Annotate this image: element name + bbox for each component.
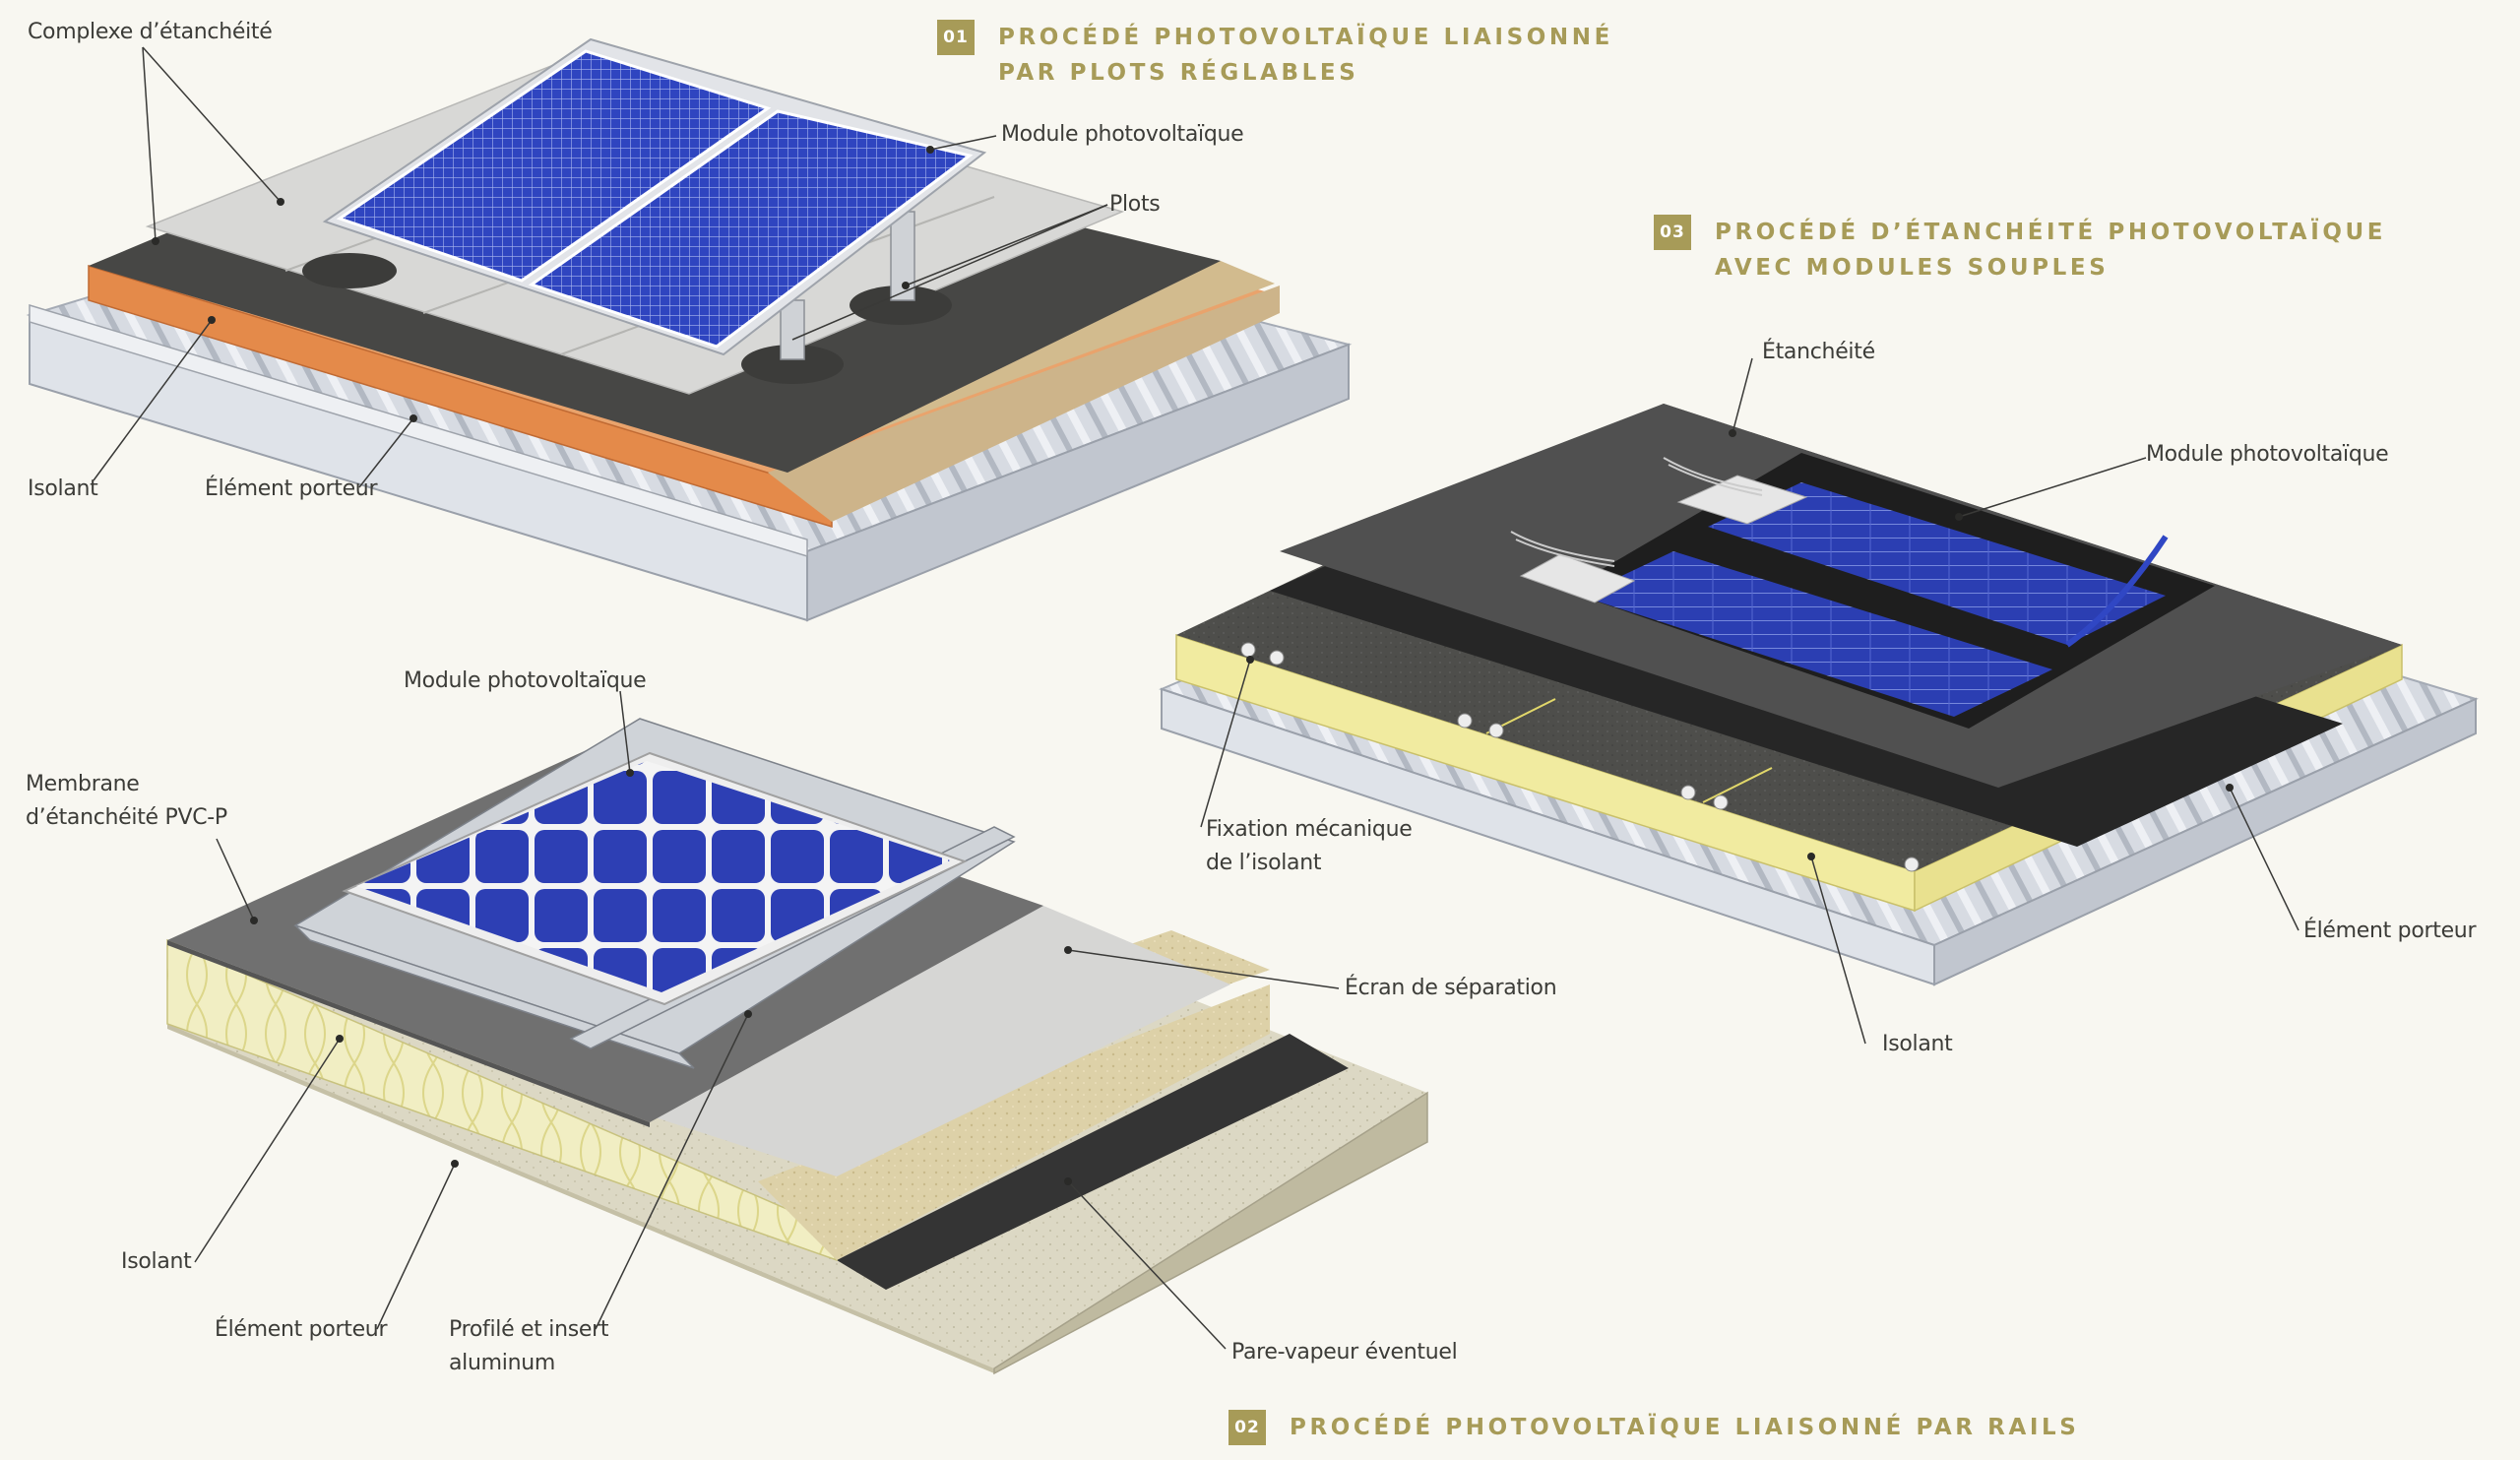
diagram-3-flexible-modules [1159,357,2479,1045]
label-module-photovoltaique-1: Module photovoltaïque [1001,122,1244,147]
label-plots: Plots [1109,192,1161,217]
label-element-porteur-1: Élément porteur [205,476,378,501]
section-title-03: PROCÉDÉ D’ÉTANCHÉITÉ PHOTOVOLTAÏQUE AVEC… [1715,220,2387,281]
label-isolant-3: Isolant [1882,1032,1953,1056]
section-number-01: 01 [937,20,975,55]
label-membrane-pvc: Membrane d’étanchéité PVC-P [26,772,227,830]
section-title-01: PROCÉDÉ PHOTOVOLTAÏQUE LIAISONNÉ PAR PLO… [998,25,1613,86]
label-isolant-2: Isolant [121,1249,192,1274]
label-element-porteur-3: Élément porteur [2303,919,2477,943]
section-number-02: 02 [1228,1410,1266,1445]
label-fixation-mecanique: Fixation mécanique de l’isolant [1206,817,1413,875]
heading-section-02: 02 PROCÉDÉ PHOTOVOLTAÏQUE LIAISONNÉ PAR … [1228,1410,2079,1445]
label-module-photovoltaique-3: Module photovoltaïque [2146,442,2389,467]
section-number-03: 03 [1654,215,1691,250]
heading-section-01: 01 PROCÉDÉ PHOTOVOLTAÏQUE LIAISONNÉ PAR … [937,20,1613,91]
label-etancheite: Étanchéité [1762,340,1875,364]
label-complexe-etancheite: Complexe d’étanchéité [28,20,273,44]
label-pare-vapeur: Pare-vapeur éventuel [1231,1340,1458,1365]
label-profile-insert: Profilé et insert aluminum [449,1317,609,1375]
diagram-1-adjustable-mounts [26,37,1353,622]
diagram-2-rails [166,690,1428,1375]
label-ecran-separation: Écran de séparation [1345,976,1557,1000]
label-isolant-1: Isolant [28,476,98,501]
heading-section-03: 03 PROCÉDÉ D’ÉTANCHÉITÉ PHOTOVOLTAÏQUE A… [1654,215,2386,286]
label-module-photovoltaique-2: Module photovoltaïque [404,668,647,693]
section-title-02: PROCÉDÉ PHOTOVOLTAÏQUE LIAISONNÉ PAR RAI… [1290,1415,2080,1440]
label-element-porteur-2: Élément porteur [215,1317,388,1342]
